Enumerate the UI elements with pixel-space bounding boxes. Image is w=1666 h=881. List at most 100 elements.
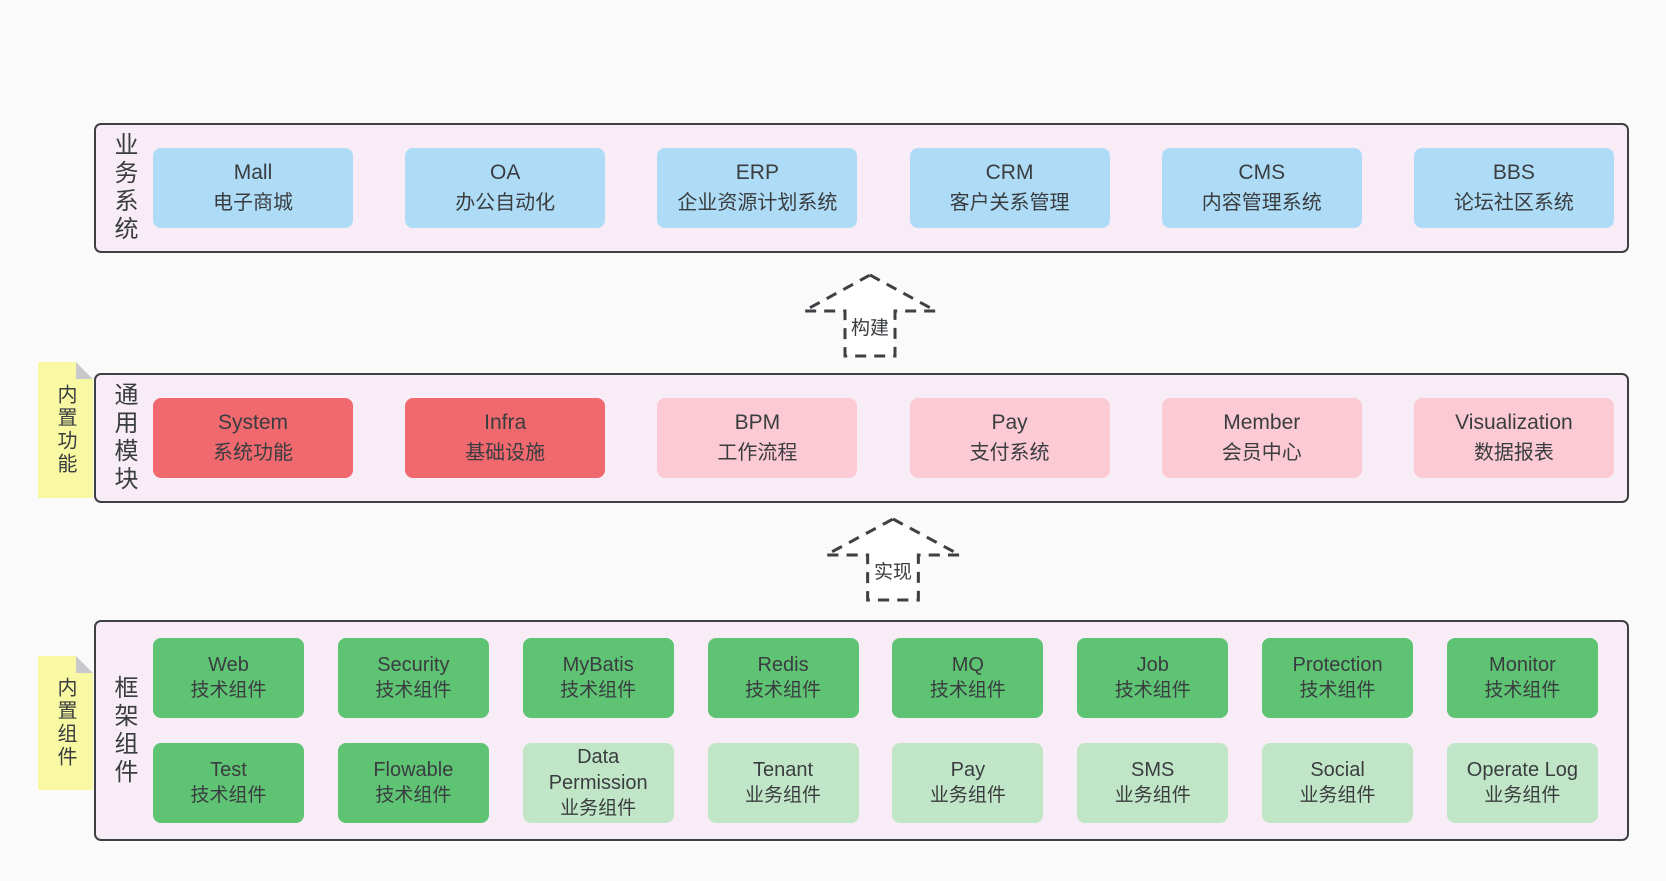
module-box-subtitle: 技术组件 <box>560 680 637 701</box>
module-box-operate-log: Operate Log 业务组件 <box>1446 743 1598 823</box>
module-box-title: BPM <box>734 411 781 434</box>
module-box-system: System 系统功能 <box>153 398 353 478</box>
module-box-title: SMS <box>1131 759 1175 781</box>
module-box-visualization: Visualization 数据报表 <box>1413 398 1614 478</box>
module-box-title: Protection <box>1292 654 1383 676</box>
module-box-subtitle: 业务组件 <box>929 785 1006 806</box>
module-box-tenant: Tenant 业务组件 <box>707 743 859 823</box>
module-box-pay: Pay 支付系统 <box>909 398 1110 478</box>
module-box-subtitle: 技术组件 <box>375 680 452 701</box>
module-box-subtitle: 业务组件 <box>560 798 637 819</box>
module-box-subtitle: 支付系统 <box>969 442 1050 464</box>
module-box-flowable: Flowable 技术组件 <box>337 743 489 823</box>
module-box-title: Web <box>208 654 249 676</box>
module-box-subtitle: 企业资源计划系统 <box>677 192 838 214</box>
module-box-title: Social <box>1310 759 1365 781</box>
module-box-subtitle: 会员中心 <box>1221 442 1302 464</box>
module-box-bbs: BBS 论坛社区系统 <box>1413 148 1614 228</box>
sticky-note-common-modules: 内置功能 <box>38 362 93 498</box>
module-box-subtitle: 工作流程 <box>717 442 798 464</box>
module-box-subtitle: 办公自动化 <box>455 192 556 214</box>
module-box-subtitle: 系统功能 <box>213 442 293 464</box>
module-box-title: Data Permission <box>548 746 648 794</box>
module-box-job: Job 技术组件 <box>1077 638 1229 718</box>
module-box-title: Test <box>210 759 247 781</box>
module-box-title: Infra <box>484 411 527 434</box>
module-box-subtitle: 业务组件 <box>1114 785 1191 806</box>
module-box-erp: ERP 企业资源计划系统 <box>657 148 858 228</box>
module-box-subtitle: 技术组件 <box>1114 680 1191 701</box>
module-box-subtitle: 技术组件 <box>745 680 822 701</box>
module-box-title: Mall <box>233 161 273 184</box>
module-box-title: Visualization <box>1455 411 1573 434</box>
module-box-title: CRM <box>985 161 1034 184</box>
dashed-up-arrow: 构建 <box>800 271 940 359</box>
module-box-infra: Infra 基础设施 <box>405 398 606 478</box>
module-box-title: Member <box>1223 411 1301 434</box>
arrow-label: 实现 <box>869 557 917 584</box>
folded-corner-icon <box>76 656 93 673</box>
layer-rows: Mall 电子商城 OA 办公自动化 ERP 企业资源计划系统 CRM 客户关系管理 CMS 内容… <box>153 125 1614 251</box>
module-box-subtitle: 内容管理系统 <box>1201 192 1322 214</box>
sticky-note-framework-components: 内置组件 <box>38 656 93 790</box>
module-box-protection: Protection 技术组件 <box>1262 638 1414 718</box>
module-box-title: MyBatis <box>562 654 634 676</box>
module-box-mq: MQ 技术组件 <box>892 638 1044 718</box>
module-box-subtitle: 业务组件 <box>745 785 822 806</box>
module-box-title: Pay <box>991 411 1028 434</box>
module-box-subtitle: 电子商城 <box>213 192 293 214</box>
module-box-subtitle: 论坛社区系统 <box>1453 192 1574 214</box>
module-box-subtitle: 技术组件 <box>1484 680 1561 701</box>
module-box-subtitle: 技术组件 <box>190 680 267 701</box>
module-box-title: Security <box>377 654 450 676</box>
module-box-title: Operate Log <box>1466 759 1578 781</box>
module-box-subtitle: 技术组件 <box>375 785 452 806</box>
module-box-mybatis: MyBatis 技术组件 <box>522 638 674 718</box>
folded-corner-icon <box>76 362 93 379</box>
module-box-title: CMS <box>1238 161 1286 184</box>
module-box-web: Web 技术组件 <box>153 638 304 718</box>
module-box-title: MQ <box>951 654 984 676</box>
module-box-subtitle: 客户关系管理 <box>949 192 1070 214</box>
layer-side-label: 通用模块 <box>110 382 137 494</box>
module-box-mall: Mall 电子商城 <box>153 148 353 228</box>
module-box-title: System <box>217 411 288 434</box>
sticky-note-label: 内置组件 <box>54 677 76 769</box>
module-row: System 系统功能 Infra 基础设施 BPM 工作流程 Pay 支付系统 Member 会… <box>153 398 1614 478</box>
arrow-label: 构建 <box>846 313 894 340</box>
module-box-subtitle: 技术组件 <box>929 680 1006 701</box>
module-box-title: Flowable <box>373 759 454 781</box>
module-box-redis: Redis 技术组件 <box>707 638 859 718</box>
layer-common-modules: 通用模块 System 系统功能 Infra 基础设施 BPM 工作流程 Pay 支付系统 Mem… <box>94 373 1629 503</box>
module-box-title: Monitor <box>1489 654 1556 676</box>
module-box-pay: Pay 业务组件 <box>892 743 1044 823</box>
module-box-crm: CRM 客户关系管理 <box>909 148 1110 228</box>
dashed-up-arrow: 实现 <box>822 515 964 603</box>
module-box-title: OA <box>490 161 521 184</box>
module-box-title: BBS <box>1492 161 1535 184</box>
module-box-security: Security 技术组件 <box>337 638 489 718</box>
module-box-title: Pay <box>950 759 986 781</box>
module-box-subtitle: 业务组件 <box>1299 785 1376 806</box>
module-box-social: Social 业务组件 <box>1262 743 1414 823</box>
layer-side-label: 业务系统 <box>110 132 137 244</box>
module-box-subtitle: 技术组件 <box>1299 680 1376 701</box>
module-box-title: Redis <box>757 654 809 676</box>
layer-rows: System 系统功能 Infra 基础设施 BPM 工作流程 Pay 支付系统 Member 会… <box>153 375 1614 501</box>
module-box-subtitle: 业务组件 <box>1484 785 1561 806</box>
module-row: Mall 电子商城 OA 办公自动化 ERP 企业资源计划系统 CRM 客户关系管理 CMS 内容… <box>153 148 1614 228</box>
module-box-subtitle: 数据报表 <box>1473 442 1554 464</box>
module-box-subtitle: 基础设施 <box>465 442 546 464</box>
module-box-title: Job <box>1136 654 1169 676</box>
module-box-sms: SMS 业务组件 <box>1077 743 1229 823</box>
module-box-title: ERP <box>735 161 779 184</box>
module-box-title: Tenant <box>753 759 814 781</box>
module-box-member: Member 会员中心 <box>1161 398 1362 478</box>
